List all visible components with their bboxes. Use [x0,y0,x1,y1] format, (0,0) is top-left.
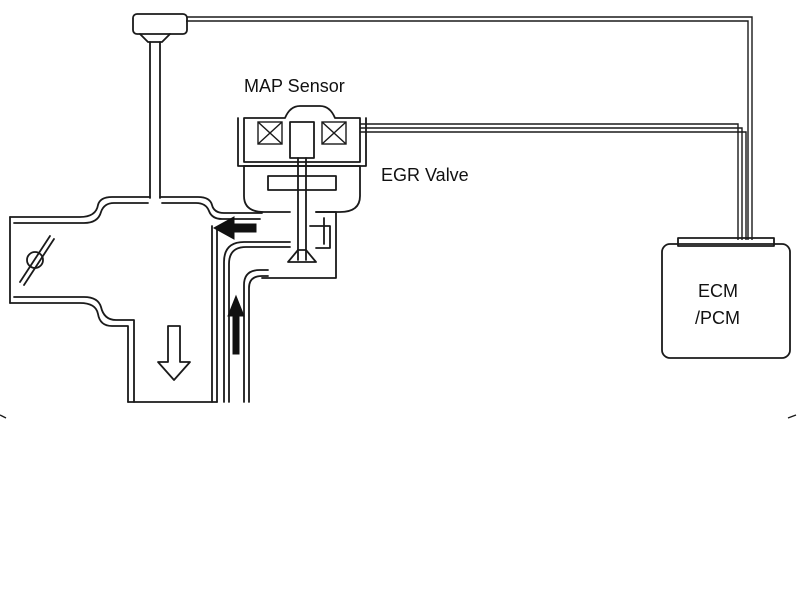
egr-valve [237,105,747,279]
exhaust-passage [223,241,291,403]
throttle-valve [19,235,55,286]
flow-arrows [157,216,257,381]
exhaust-up-arrow [227,294,245,355]
ecm-label-line2: /PCM [695,308,740,328]
intake-down-arrow [157,325,191,381]
exhaust-inflow-arrow [212,216,257,240]
sensor-to-ecm-wiring [186,16,753,240]
egr-valve-label: EGR Valve [381,165,469,185]
ecm-pcm-module: ECM /PCM [661,237,791,359]
scan-edge-mark-left [0,414,7,419]
scan-edge-mark-right [787,414,797,419]
intake-manifold [9,196,263,403]
map-sensor-label: MAP Sensor [244,76,345,96]
ecm-label-line1: ECM [698,281,738,301]
top-sensor [132,13,188,199]
